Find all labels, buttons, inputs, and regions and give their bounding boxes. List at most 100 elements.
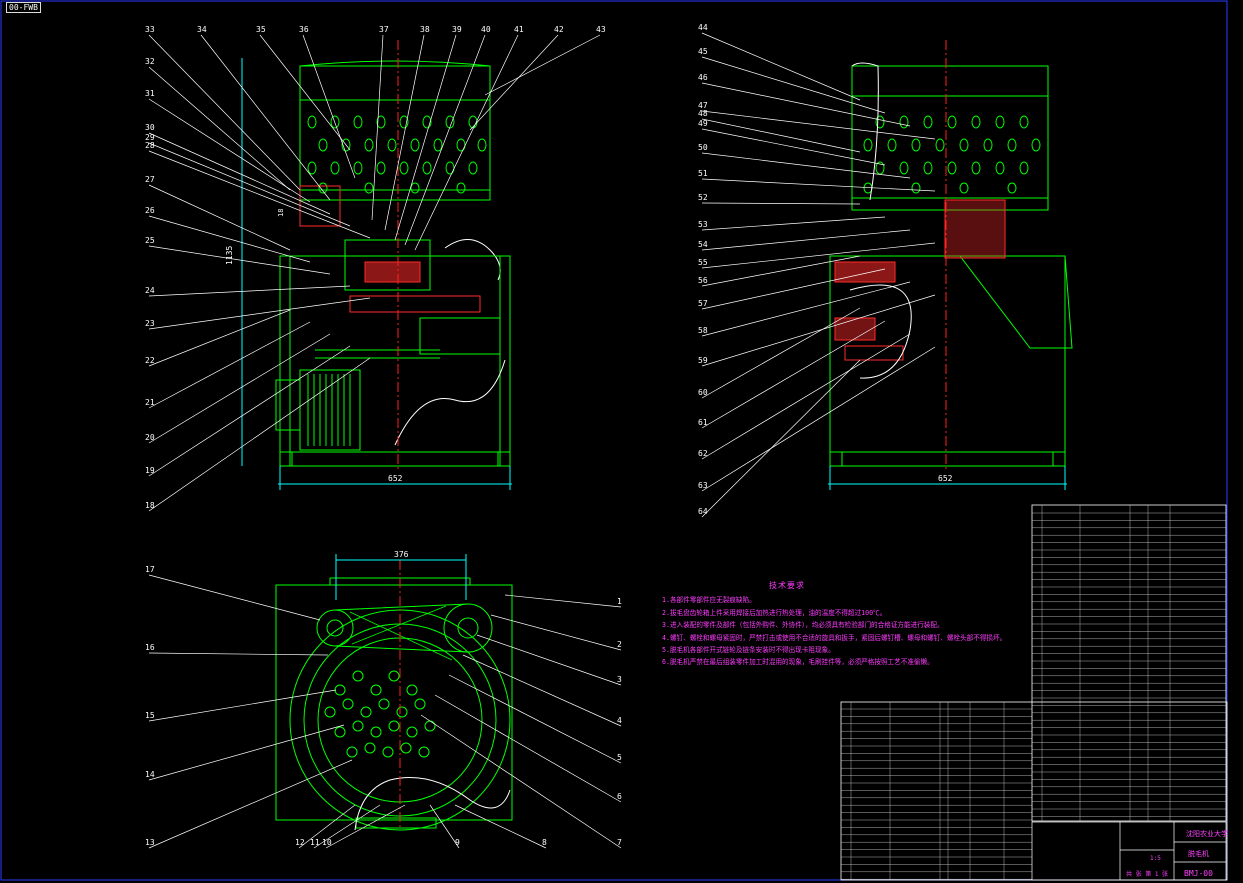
- leader-line: [394, 34, 457, 241]
- side-width-dim: 652: [938, 474, 953, 483]
- leader-line: [701, 229, 911, 251]
- part-balloon: 60: [698, 388, 708, 397]
- part-balloon: 9: [455, 838, 460, 847]
- leader-line: [148, 245, 331, 275]
- part-balloon: 64: [698, 507, 708, 516]
- leader-line: [200, 34, 331, 201]
- top-pulley-left: [316, 609, 354, 647]
- part-balloon: 33: [145, 25, 155, 34]
- part-balloon: 13: [145, 838, 155, 847]
- front-pulley-box: [419, 317, 501, 355]
- part-balloon: 51: [698, 169, 708, 178]
- front-view: [241, 40, 512, 490]
- part-balloon: 46: [698, 73, 708, 82]
- leader-line: [701, 242, 936, 269]
- leader-line: [148, 333, 331, 444]
- side-base-bearing: [844, 345, 904, 361]
- requirement-item: 3.进入装配的零件及部件（包括外购件、外协件），均必须具有检验部门的合格证方能进…: [662, 621, 944, 630]
- front-cabinet: [279, 255, 511, 467]
- part-balloon: 27: [145, 175, 155, 184]
- front-tub-holes: [307, 115, 487, 194]
- leader-line: [148, 285, 351, 297]
- leader-line: [504, 594, 622, 608]
- leader-line: [148, 345, 351, 477]
- leader-line: [701, 82, 911, 127]
- technical-requirements-heading: 技术要求: [769, 581, 805, 590]
- leader-line: [259, 34, 351, 151]
- part-balloon: 7: [617, 838, 622, 847]
- leader-line: [148, 132, 331, 215]
- part-balloon: 14: [145, 770, 155, 779]
- part-balloon: 21: [145, 398, 155, 407]
- leader-line: [148, 184, 291, 251]
- side-pulley-section: [834, 317, 876, 341]
- leader-line: [462, 654, 622, 727]
- part-balloon: 59: [698, 356, 708, 365]
- leader-line: [448, 674, 622, 764]
- part-balloon: 26: [145, 206, 155, 215]
- part-balloon: 30: [145, 123, 155, 132]
- leader-line: [313, 804, 381, 849]
- drawing-corner-tag: 00-FWB: [6, 2, 41, 13]
- part-balloon: 50: [698, 143, 708, 152]
- side-gear-section: [834, 261, 896, 283]
- part-balloon: 42: [554, 25, 564, 34]
- leader-line: [148, 297, 371, 330]
- side-chute: [958, 255, 1073, 349]
- front-gearbox: [344, 239, 431, 291]
- leader-line: [701, 281, 911, 337]
- top-width-dim: 376: [394, 550, 409, 559]
- side-view: [828, 40, 1073, 490]
- part-balloon: 12: [295, 838, 305, 847]
- part-balloon: 1: [617, 597, 622, 606]
- leader-line: [484, 34, 601, 96]
- leader-lines: [148, 32, 936, 849]
- leader-line: [148, 66, 291, 191]
- leader-line: [414, 34, 519, 251]
- requirement-item: 2.拔毛盘齿轮箱上件采用焊接后加热进行热处理，油的温度不得超过100℃。: [662, 608, 887, 617]
- part-balloon: 35: [256, 25, 266, 34]
- part-balloon: 36: [299, 25, 309, 34]
- part-balloon: 45: [698, 47, 708, 56]
- part-balloon: 2: [617, 640, 622, 649]
- top-pulley-right: [443, 603, 493, 653]
- leader-line: [701, 202, 861, 205]
- leader-line: [701, 118, 861, 153]
- leader-line: [148, 215, 311, 263]
- front-motor: [299, 369, 361, 451]
- title-sheet-info: 共 张 第 1 张: [1126, 870, 1168, 878]
- part-balloon: 6: [617, 792, 622, 801]
- title-school: 沈阳农业大学: [1186, 829, 1228, 838]
- leader-line: [148, 309, 291, 367]
- leader-line: [302, 34, 356, 179]
- part-balloon: 10: [322, 838, 332, 847]
- part-balloon: 28: [145, 141, 155, 150]
- part-balloon: 61: [698, 418, 708, 427]
- side-tub-holes: [863, 115, 1041, 194]
- top-frame: [275, 584, 513, 821]
- leader-line: [148, 689, 337, 722]
- leader-line: [454, 804, 547, 849]
- leader-line: [701, 320, 886, 429]
- front-width-dim: 652: [388, 474, 403, 483]
- title-block: [1031, 821, 1227, 881]
- part-balloon: 23: [145, 319, 155, 328]
- leader-line: [701, 307, 861, 399]
- front-small-dim: 18: [277, 209, 285, 217]
- part-balloon: 43: [596, 25, 606, 34]
- front-motor-fins: [307, 374, 351, 446]
- part-balloon: 38: [420, 25, 430, 34]
- requirement-item: 1.各部件零部件应无裂痕缺陷。: [662, 596, 756, 605]
- front-break-line-2: [394, 359, 506, 446]
- leader-line: [298, 804, 356, 849]
- part-balloon: 57: [698, 299, 708, 308]
- part-balloon: 16: [145, 643, 155, 652]
- leader-line: [148, 98, 311, 203]
- part-balloon: 62: [698, 449, 708, 458]
- part-balloon: 48: [698, 109, 708, 118]
- title-scale: 1:5: [1150, 855, 1161, 862]
- leader-line: [148, 724, 345, 781]
- leader-line: [701, 268, 886, 310]
- side-break-line: [851, 62, 879, 201]
- part-balloon: 24: [145, 286, 155, 295]
